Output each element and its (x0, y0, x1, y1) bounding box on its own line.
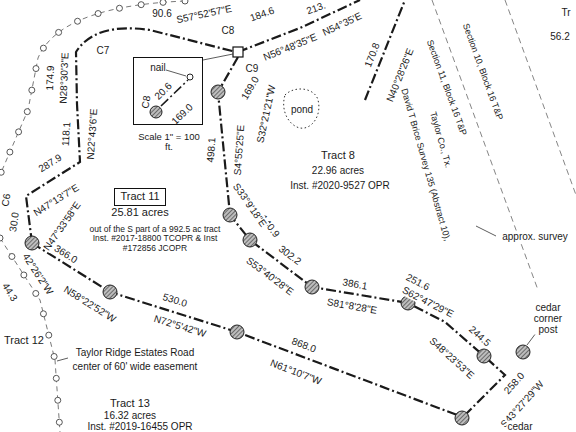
plat-label: Tract 8 (320, 149, 356, 161)
plat-label: S48°23'53"E (427, 334, 478, 381)
plat-label: Inst. #2020-9527 OPR (289, 180, 391, 191)
survey-line (432, 0, 576, 290)
plat-label: Taylor Ridge Estates Road (75, 347, 195, 358)
plat-label: N22°43'6"E (85, 107, 100, 161)
plat-label: S33°9'18"E (230, 180, 269, 229)
plat-label: approx. survey (501, 231, 569, 242)
road-marker (95, 11, 101, 17)
plat-label: 213. (304, 0, 328, 17)
road-marker (40, 45, 46, 51)
plat-label: Tr (560, 7, 571, 18)
plat-label: out of the S part of a 992.5 ac tract In… (84, 225, 226, 253)
road-marker (0, 169, 4, 175)
nail-marker (187, 74, 193, 80)
pond-outline (284, 89, 319, 128)
tract-name: Tract 11 (120, 190, 159, 203)
inset-label: 20.6 (151, 80, 174, 103)
plat-label: C9 (245, 63, 260, 74)
plat-label: 118.1 (60, 120, 73, 147)
leader-line (57, 54, 536, 361)
plat-label: 184.6 (247, 4, 276, 24)
plat-label: 244.5 (466, 323, 493, 349)
road-marker (160, 0, 166, 5)
road-marker (40, 311, 46, 317)
road-marker (33, 290, 39, 296)
road-marker (182, 0, 188, 4)
plat-label: C8 (221, 25, 236, 36)
plat-label: N54°35'E (320, 10, 365, 39)
plat-label: S4°55'25"E (232, 123, 247, 176)
road-marker (16, 129, 22, 135)
inset-label: nail (149, 62, 167, 73)
plat-label: 386.1 (341, 276, 370, 292)
road-marker (9, 253, 15, 259)
road-marker (24, 109, 30, 115)
detail-inset: nailC820.6169.0Scale 1" = 100 ft. (133, 57, 203, 125)
plat-label: cedar (506, 421, 533, 432)
plat-label: 287.9 (36, 151, 65, 175)
plat-label: 174.9 (44, 64, 56, 91)
plat-label: S81°8'28"E (325, 296, 379, 316)
plat-label: 44.3 (0, 280, 20, 304)
plat-label: 169.0 (238, 74, 261, 103)
plat-label: 90.6 (151, 8, 172, 19)
plat-label: S57°52'57"E (174, 3, 233, 26)
plat-label: 868.0 (289, 335, 318, 355)
road-marker (46, 332, 52, 338)
inset-label: Scale 1" = 100 ft. (136, 132, 202, 153)
plat-label: 30.0 (7, 211, 21, 234)
road-marker (56, 419, 62, 425)
plat-label: S32°21'21"W (254, 83, 277, 145)
plat-label: N28°30'3"E (58, 51, 71, 105)
corner-monument (25, 85, 530, 425)
plat-label: 498.1 (205, 136, 218, 164)
plat-label: 25.81 acres (110, 206, 169, 218)
inset-label: C8 (139, 94, 152, 110)
road-marker (56, 29, 62, 35)
plat-label: 56.2 (549, 31, 570, 42)
plat-label: Inst. #2019-16455 OPR (86, 421, 193, 432)
curve-point-box (233, 47, 243, 57)
road-marker (21, 272, 27, 278)
road-marker (51, 353, 57, 359)
plat-label: C7 (96, 45, 111, 56)
plat-label: 530.0 (160, 291, 189, 309)
plat-label: cedar corner post (528, 302, 568, 335)
road-marker (55, 397, 61, 403)
plat-label: 22.96 acres (311, 165, 365, 176)
road-marker (116, 5, 122, 11)
road-marker (138, 2, 144, 8)
road-marker (33, 66, 39, 72)
plat-label: Taylor Co., Tx. (427, 110, 453, 170)
plat-label: center of 60' wide easement (72, 361, 199, 372)
plat-label: pond (290, 104, 314, 115)
road-marker (53, 375, 59, 381)
plat-label: Section 10, Block 16 T&P (460, 21, 505, 122)
road-marker (0, 235, 3, 241)
plat-label: N72°5'42"W (152, 313, 209, 340)
plat-label: 16.32 acres (103, 410, 157, 421)
tract-boundary (26, 0, 505, 418)
plat-label: N56°48'35"E (261, 31, 320, 63)
road-marker (75, 18, 81, 24)
road-marker (29, 87, 35, 93)
road-marker (7, 149, 13, 155)
plat-label: C6 (0, 192, 13, 208)
plat-label: Tract 12 (3, 334, 45, 346)
plat-label: Tract 13 (109, 397, 151, 409)
inset-label: 169.0 (168, 101, 195, 128)
tract-box: Tract 11 (114, 188, 165, 205)
plat-label: 366.0 (52, 242, 81, 266)
